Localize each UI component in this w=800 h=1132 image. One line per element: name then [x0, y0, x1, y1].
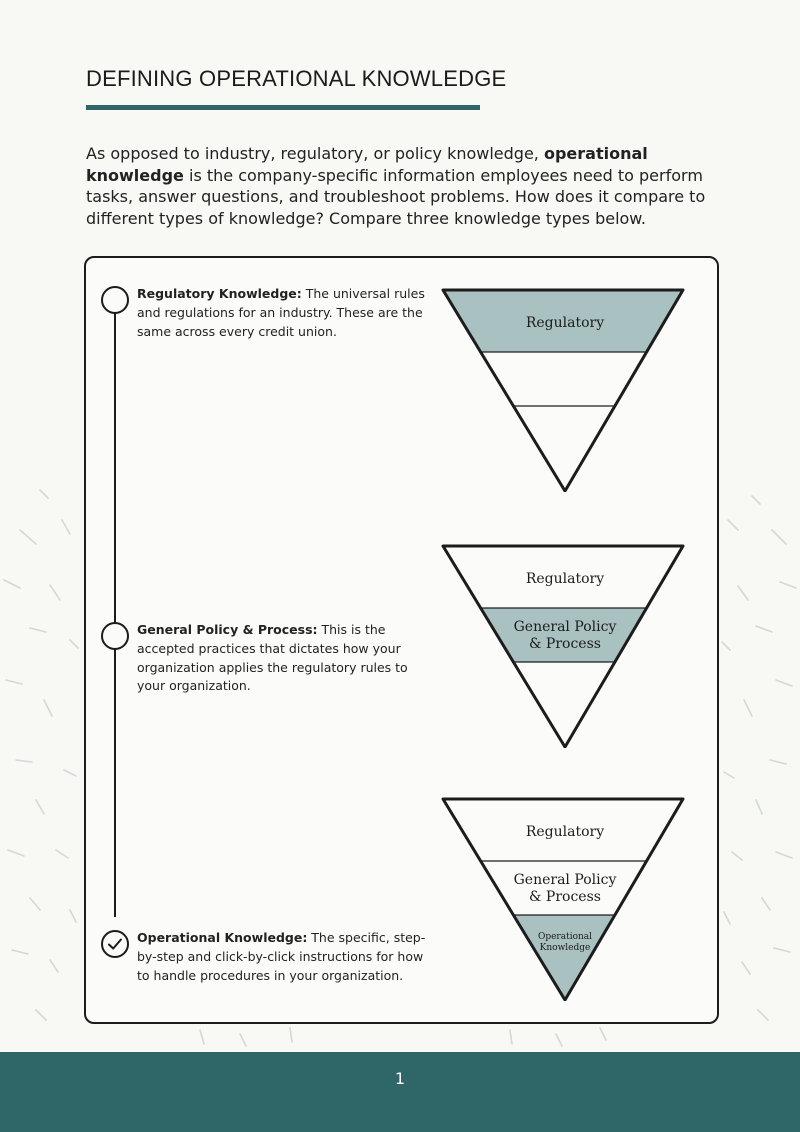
funnel-label-policy-line2: & Process: [529, 636, 601, 652]
intro-text-start: As opposed to industry, regulatory, or p…: [86, 144, 544, 163]
funnel-outline: [441, 288, 685, 492]
funnel-operational-highlighted: Regulatory General Policy & Process Oper…: [441, 797, 685, 1001]
timeline-node-check: [101, 930, 129, 958]
knowledge-item-policy: General Policy & Process: This is the ac…: [137, 621, 427, 696]
intro-text-end: is the company-specific information empl…: [86, 165, 706, 228]
timeline-node-empty: [101, 622, 129, 650]
funnel-label-policy-line1: General Policy: [514, 619, 617, 635]
funnel-label-policy-line1: General Policy: [514, 872, 617, 888]
intro-paragraph: As opposed to industry, regulatory, or p…: [86, 143, 726, 229]
page-title: DEFINING OPERATIONAL KNOWLEDGE: [86, 66, 507, 91]
page-number: 1: [394, 1069, 406, 1088]
timeline-line: [114, 295, 116, 917]
funnel-label-operational-line1: Operational: [538, 932, 592, 942]
funnel-label-regulatory: Regulatory: [526, 824, 604, 840]
title-underline: [86, 105, 480, 110]
funnel-regulatory-highlighted: Regulatory: [441, 288, 685, 492]
funnel-band-operational: [512, 915, 614, 1000]
item-heading: General Policy & Process:: [137, 622, 318, 637]
knowledge-item-operational: Operational Knowledge: The specific, ste…: [137, 929, 427, 985]
funnel-label-regulatory: Regulatory: [526, 571, 604, 587]
funnel-label-operational-line2: Knowledge: [540, 943, 591, 953]
checkmark-icon: [108, 938, 122, 950]
intro-bold-term: operational knowledge: [86, 144, 648, 185]
item-heading: Operational Knowledge:: [137, 930, 308, 945]
timeline-node-empty: [101, 286, 129, 314]
item-heading: Regulatory Knowledge:: [137, 286, 302, 301]
funnel-band-policy: [480, 608, 646, 662]
item-description: This is the accepted practices that dict…: [137, 622, 408, 694]
page-footer: 1: [0, 1052, 800, 1132]
funnel-policy-highlighted: Regulatory General Policy & Process: [441, 544, 685, 748]
funnel-outline: [441, 797, 685, 1001]
knowledge-item-regulatory: Regulatory Knowledge: The universal rule…: [137, 285, 427, 341]
funnel-outline: [441, 544, 685, 748]
funnel-label-policy-line2: & Process: [529, 889, 601, 905]
funnel-band-regulatory: [443, 290, 683, 352]
item-description: The universal rules and regulations for …: [137, 286, 425, 339]
comparison-card: Regulatory Knowledge: The universal rule…: [84, 256, 719, 1024]
funnel-label-regulatory: Regulatory: [526, 315, 604, 331]
item-description: The specific, step-by-step and click-by-…: [137, 930, 426, 983]
